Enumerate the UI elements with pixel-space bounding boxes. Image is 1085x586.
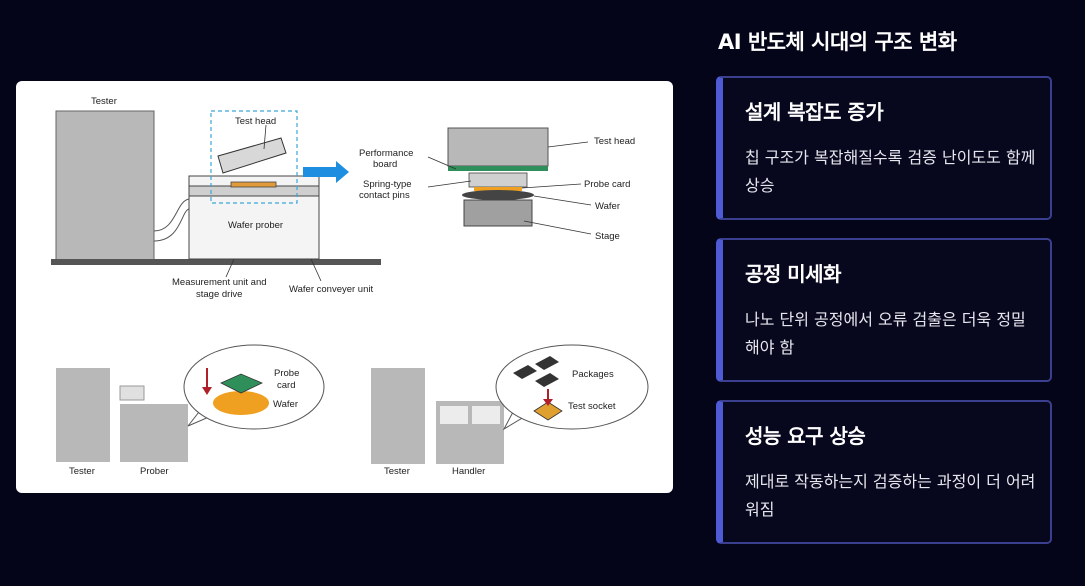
package-chip-3 xyxy=(535,373,559,387)
prober-monitor xyxy=(119,385,145,401)
label-packages: Packages xyxy=(572,369,614,380)
cable-2 xyxy=(153,208,190,242)
test-head-highlight xyxy=(210,110,298,204)
leader-test-head xyxy=(263,124,267,150)
card-title: 설계 복잡도 증가 xyxy=(745,100,884,124)
label-perf-board-1: Performance xyxy=(359,148,413,159)
leader-measurement xyxy=(225,258,235,278)
wafer-disc xyxy=(462,190,534,200)
label-perf-board-2: board xyxy=(373,159,397,170)
tester-box-2 xyxy=(371,368,425,464)
leader-head-right xyxy=(547,141,589,148)
tester-cabinet xyxy=(55,110,155,264)
prober-box xyxy=(120,404,188,462)
test-head-shape xyxy=(217,137,287,174)
label-probe-1: Probe xyxy=(274,368,299,379)
wafer-chuck xyxy=(230,181,277,188)
diagram-svg: Tester Test head Wafer prober Measuremen… xyxy=(51,96,649,477)
label-stage: Stage xyxy=(595,231,620,242)
stage-block xyxy=(463,199,533,227)
panel-title: AI 반도체 시대의 구조 변화 xyxy=(718,30,957,54)
tester-prober-illustration: Tester Test head Wafer prober Measuremen… xyxy=(51,96,381,300)
leader-probe xyxy=(521,183,582,189)
tester-box xyxy=(56,368,110,462)
blue-arrow-icon xyxy=(303,161,349,183)
card-process-miniaturization: 공정 미세화 나노 단위 공정에서 오류 검출은 더욱 정밀해야 함 xyxy=(716,238,1052,382)
label-probe-card: Probe card xyxy=(584,179,630,190)
label-wafer-prober: Wafer prober xyxy=(228,220,283,231)
label-test-head: Test head xyxy=(235,116,276,127)
label-wafer-bl: Wafer xyxy=(273,399,298,410)
card-description: 칩 구조가 복잡해질수록 검증 난이도도 함께 상승 xyxy=(745,148,1036,195)
card-title: 성능 요구 상승 xyxy=(745,424,866,448)
label-tester: Tester xyxy=(91,96,117,107)
package-chip-2 xyxy=(535,356,559,370)
label-tester-br: Tester xyxy=(384,466,410,477)
probe-card-plate xyxy=(474,187,522,191)
label-prober-bl: Prober xyxy=(140,466,169,477)
leader-conveyer xyxy=(310,258,322,282)
label-test-socket: Test socket xyxy=(568,401,616,412)
leader-stage xyxy=(523,220,592,235)
test-head-detail: Test head Performance board Spring-type … xyxy=(359,127,635,242)
wafer-disc-orange xyxy=(213,391,269,415)
leader-wafer xyxy=(533,195,592,206)
label-conveyer: Wafer conveyer unit xyxy=(289,284,373,295)
red-arrow-icon-2 xyxy=(543,399,553,406)
card-title: 공정 미세화 xyxy=(745,262,841,286)
label-spring-2: contact pins xyxy=(359,190,410,201)
probe-card-green xyxy=(220,373,263,394)
cable xyxy=(153,198,190,232)
performance-board-plate xyxy=(448,166,548,171)
label-probe-2: card xyxy=(277,380,295,391)
red-arrow-icon xyxy=(202,387,212,395)
tester-handler-simple: Packages Test socket Tester Handler xyxy=(371,344,649,477)
card-description: 나노 단위 공정에서 오류 검출은 더욱 정밀해야 함 xyxy=(745,310,1026,357)
leader-pins xyxy=(427,180,472,188)
label-measurement-1: Measurement unit and xyxy=(172,277,267,288)
card-performance-demand: 성능 요구 상승 제대로 작동하는지 검증하는 과정이 더 어려워짐 xyxy=(716,400,1052,544)
contact-pins xyxy=(468,172,528,188)
label-measurement-2: stage drive xyxy=(196,289,242,300)
handler-window-2 xyxy=(472,406,500,424)
card-description: 제대로 작동하는지 검증하는 과정이 더 어려워짐 xyxy=(745,472,1036,519)
callout-bubble-2 xyxy=(495,344,649,430)
prober-top xyxy=(188,185,320,197)
floor-base xyxy=(51,259,381,265)
label-handler-br: Handler xyxy=(452,466,485,477)
label-wafer: Wafer xyxy=(595,201,620,212)
test-head-box xyxy=(447,127,549,167)
tester-prober-simple: Probe card Wafer Tester Prober xyxy=(56,344,325,477)
card-design-complexity: 설계 복잡도 증가 칩 구조가 복잡해질수록 검증 난이도도 함께 상승 xyxy=(716,76,1052,220)
label-test-head-right: Test head xyxy=(594,136,635,147)
label-spring-1: Spring-type xyxy=(363,179,412,190)
wafer-test-diagram: Tester Test head Wafer prober Measuremen… xyxy=(16,81,673,493)
test-socket-shape xyxy=(533,401,563,421)
package-chip-1 xyxy=(513,365,537,379)
leader-perf-board xyxy=(427,156,457,170)
handler-window-1 xyxy=(440,406,468,424)
label-tester-bl: Tester xyxy=(69,466,95,477)
